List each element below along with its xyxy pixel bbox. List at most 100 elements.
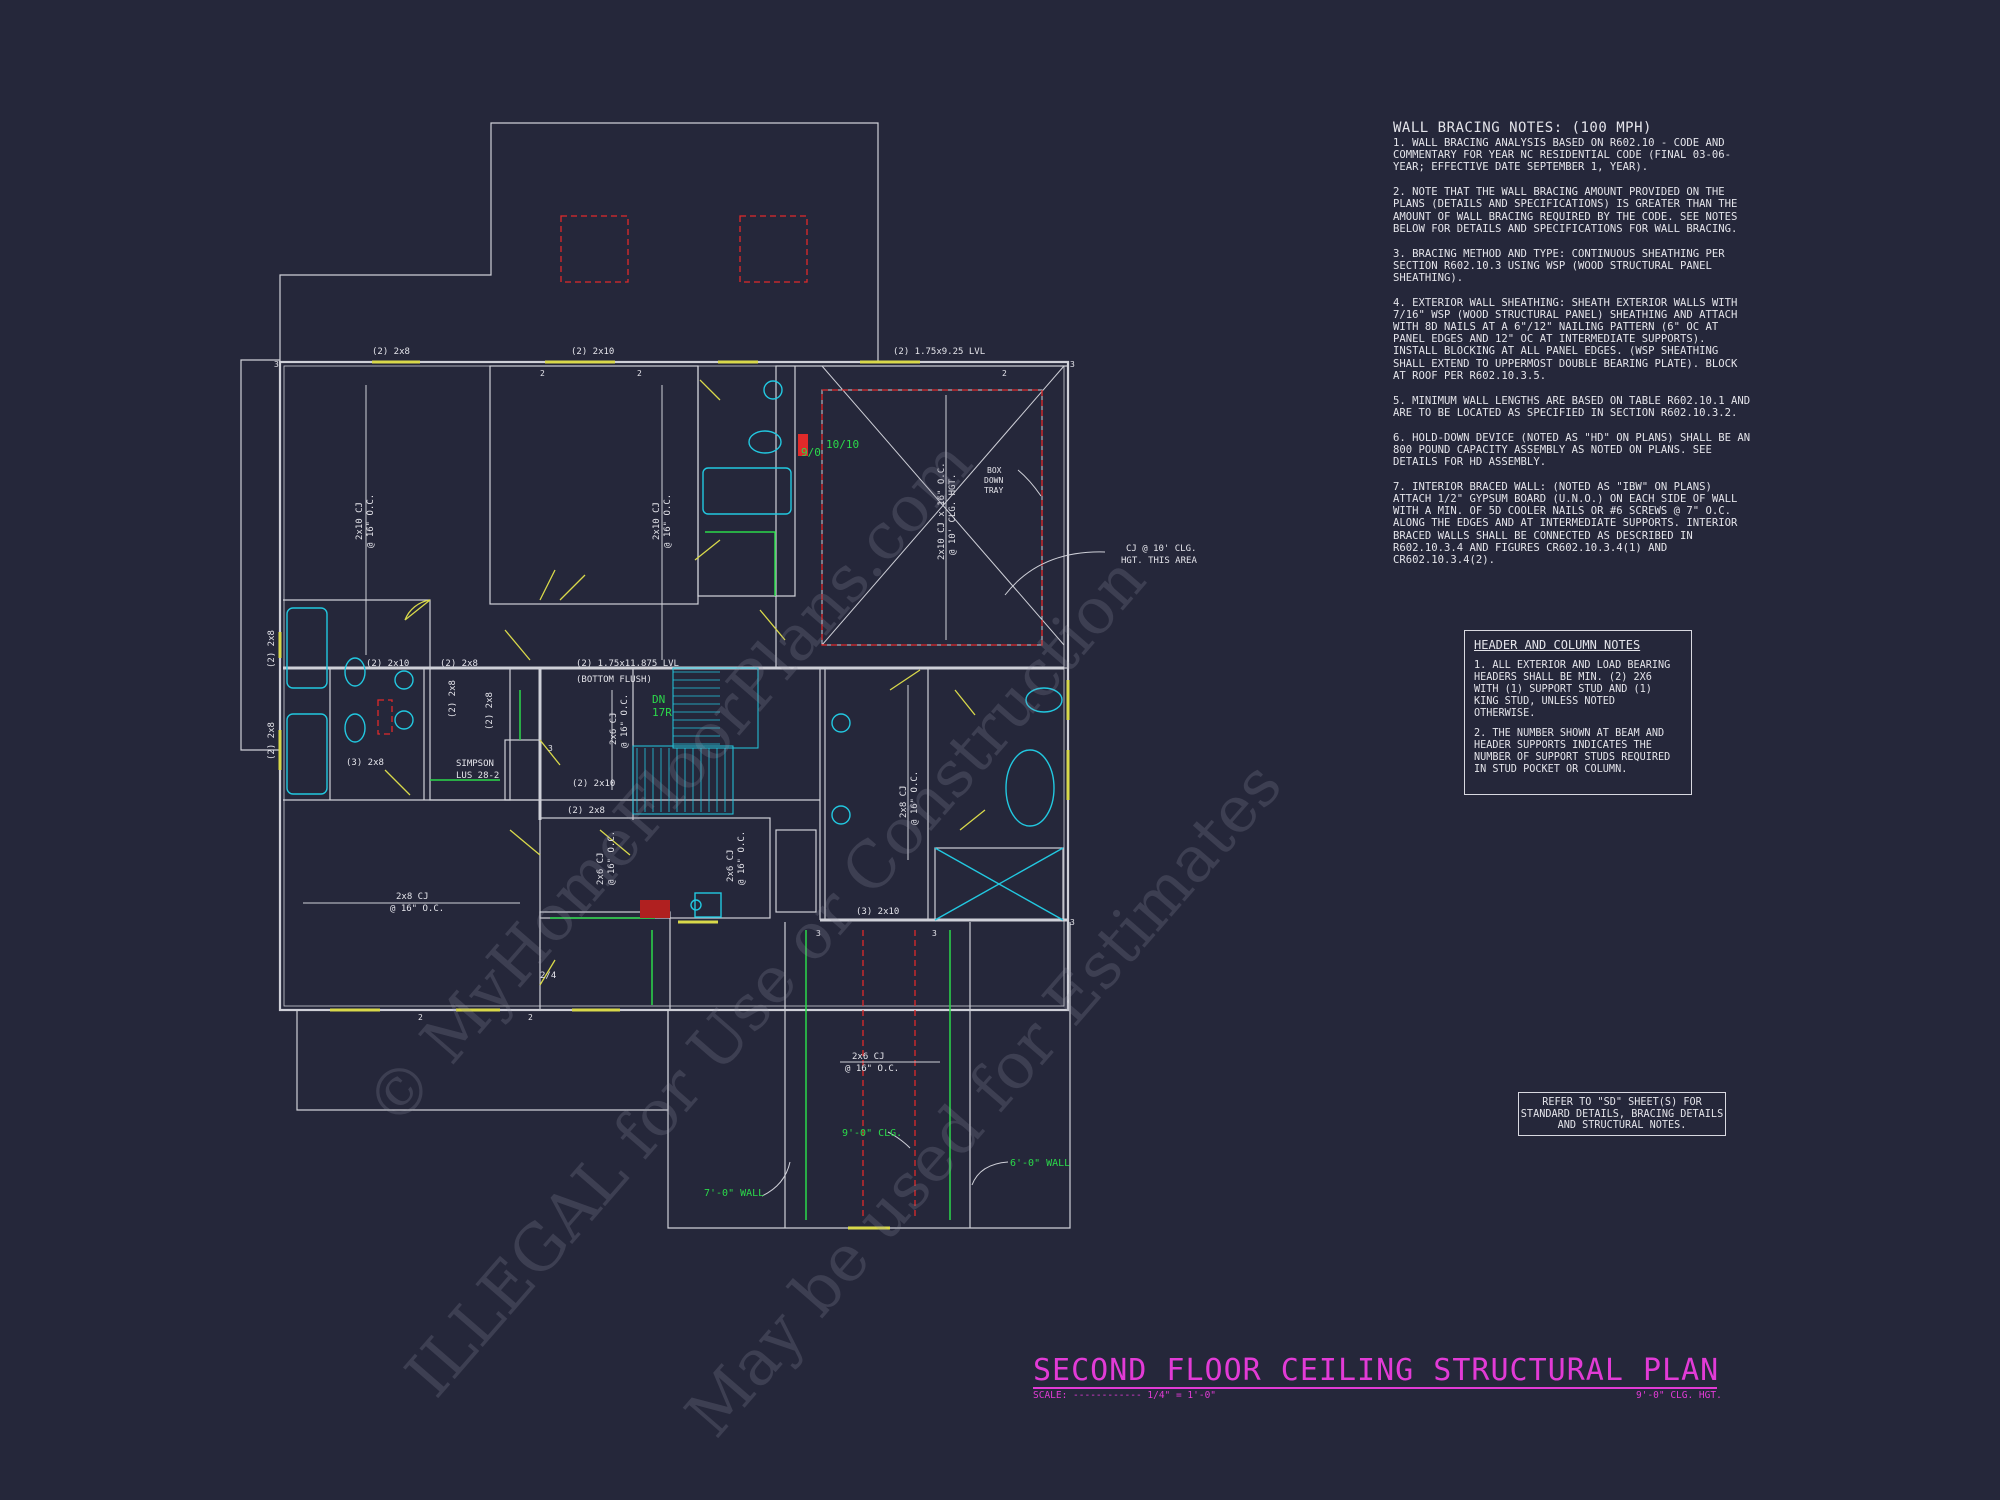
toilet-1-icon — [344, 657, 366, 687]
label-hdr-lvl-mid: (2) 1.75x11.875 LVL — [576, 659, 679, 669]
red-post — [798, 434, 808, 456]
header-column-notes: HEADER AND COLUMN NOTES 1. All exterior … — [1464, 630, 1692, 795]
label-wall-6: 6'-0" WALL — [1010, 1158, 1070, 1169]
garage-roof-outline — [279, 122, 879, 362]
label-num-d: 2 — [637, 369, 642, 378]
door-8 — [539, 959, 556, 986]
wall-bracing-note-2: 2. Note that the wall bracing amount pro… — [1393, 186, 1738, 235]
label-oc16-c: @ 16" O.C. — [620, 694, 630, 748]
door-7 — [889, 669, 986, 831]
laundry-sink-icon — [694, 892, 722, 918]
label-bottom-flush: (BOTTOM FLUSH) — [576, 675, 652, 685]
sink-1-icon — [394, 670, 414, 690]
stairs — [632, 667, 759, 815]
laundry-drain-icon — [690, 899, 702, 911]
label-wall-7: 7'-0" WALL — [704, 1188, 764, 1199]
label-num-h: 2 — [418, 1013, 423, 1022]
stair-upper-run — [672, 667, 759, 749]
shower-x-2 — [934, 847, 1064, 921]
header-column-heading: HEADER AND COLUMN NOTES — [1474, 638, 1641, 652]
wall-bracing-note-1: 1. Wall bracing analysis based on R602.1… — [1393, 137, 1732, 174]
bedroom-2 — [489, 365, 699, 605]
green-lines — [430, 531, 951, 1220]
label-oc16-f: @ 16" O.C. — [607, 831, 617, 885]
label-cj-2x10-left: 2x10 CJ — [355, 502, 365, 540]
title-underline — [1033, 1387, 1717, 1389]
header-column-note-1: 1. All exterior and load bearing headers… — [1474, 660, 1671, 719]
label-box: BOX — [987, 466, 1002, 475]
tub-lower-icon — [286, 713, 328, 795]
doors — [384, 379, 986, 986]
label-clg-hgt-right: @ 10' CLG. HGT. — [948, 474, 958, 555]
label-oc16-h: @ 16" O.C. — [845, 1064, 899, 1074]
leader-wall6 — [971, 1161, 1009, 1186]
label-hdr-2x10-bath: (2) 2x10 — [366, 659, 409, 669]
sink-5-icon — [831, 805, 851, 825]
closet-green — [705, 531, 776, 596]
door-2 — [539, 569, 586, 601]
wall-bracing-note-5: 5. Minimum wall lengths are based on tab… — [1393, 394, 1751, 419]
label-side-2x8-a: (2) 2x8 — [267, 630, 277, 668]
wall-bracing-note-4: 4. Exterior wall sheathing: sheath exter… — [1393, 297, 1738, 382]
sink-3-icon — [763, 380, 783, 400]
label-lus: LUS 28-2 — [456, 771, 499, 781]
tray-diagonal-b — [821, 365, 1065, 646]
door-5 — [509, 829, 631, 856]
tub-upper-icon — [286, 607, 328, 689]
plan-text: (2) 2x8 (2) 2x10 (2) 1.75x9.25 LVL 2x10 … — [267, 347, 1197, 1199]
label-oc16-e: @ 16" O.C. — [390, 904, 444, 914]
door-3 — [504, 609, 786, 661]
label-cj-2x6-bonus: 2x6 CJ — [852, 1052, 885, 1062]
label-door-910: 9/0 — [801, 446, 821, 459]
left-porch-outline — [240, 359, 280, 751]
label-hdr-3-2x8: (3) 2x8 — [346, 758, 384, 768]
bath-2 — [697, 366, 796, 597]
label-cj-2x6-lower: 2x6 CJ — [596, 852, 606, 885]
label-cj-2x8-left: 2x8 CJ — [396, 892, 429, 902]
label-cj-2x6-stair: 2x6 CJ — [609, 712, 619, 745]
leader-cj — [1004, 551, 1106, 596]
toilet-2-icon — [344, 713, 366, 743]
sink-2-icon — [394, 710, 414, 730]
red-dashed-lines — [377, 215, 1043, 1220]
label-num-c: 2 — [540, 369, 545, 378]
linen — [429, 667, 511, 801]
label-post-2x8-b: (2) 2x8 — [485, 692, 495, 730]
label-hdr-3-2x10: (3) 2x10 — [856, 907, 899, 917]
tray-dashed — [821, 389, 1043, 646]
label-cj-2x6-closet: 2x6 CJ — [726, 849, 736, 882]
leader-box — [1017, 469, 1042, 497]
wall-bracing-heading: WALL BRACING NOTES: (100 MPH) — [1393, 120, 1652, 136]
leader-wall7 — [761, 1161, 791, 1197]
closet-small — [504, 739, 541, 801]
label-num-b: 3 — [1070, 360, 1075, 369]
master-bedroom — [775, 365, 1069, 669]
leader-clg — [887, 1131, 911, 1149]
scale-note: SCALE: ------------ 1/4" = 1'-0" — [1033, 1390, 1217, 1401]
label-hdr-lvl-top: (2) 1.75x9.25 LVL — [893, 347, 985, 357]
label-num-e: 2 — [1002, 369, 1007, 378]
label-num-g: 3 — [548, 744, 553, 753]
door-4 — [694, 379, 721, 561]
shower — [934, 847, 1064, 921]
skylight-1 — [560, 215, 629, 283]
master-tub-icon — [1005, 749, 1055, 827]
door-6 — [384, 739, 561, 796]
header-column-note-2: 2. The number shown at beam and header s… — [1474, 728, 1671, 775]
label-simpson: SIMPSON — [456, 759, 494, 769]
label-door-1010: 10/10 — [826, 438, 859, 451]
reference-note: REFER TO "SD" SHEET(S) FOR STANDARD DETA… — [1518, 1092, 1726, 1136]
toilet-4-icon — [1025, 687, 1063, 713]
tub-2-icon — [702, 467, 792, 515]
label-oc16-a: @ 16" O.C. — [366, 494, 376, 548]
wall-bracing-notes: WALL BRACING NOTES: (100 MPH) 1. Wall br… — [1393, 120, 1753, 579]
label-cj-2x10-right: 2x10 CJ x 16" O.C. — [937, 462, 947, 560]
label-oc16-g: @ 16" O.C. — [737, 831, 747, 885]
label-hdr-2x10-stair: (2) 2x10 — [572, 779, 615, 789]
stair-lower-run — [632, 745, 734, 815]
windows — [278, 360, 1070, 1230]
toilet-3-icon — [748, 430, 782, 454]
label-num-j: 3 — [816, 929, 821, 938]
label-clg-9: 9'-0" CLG. — [842, 1128, 902, 1139]
